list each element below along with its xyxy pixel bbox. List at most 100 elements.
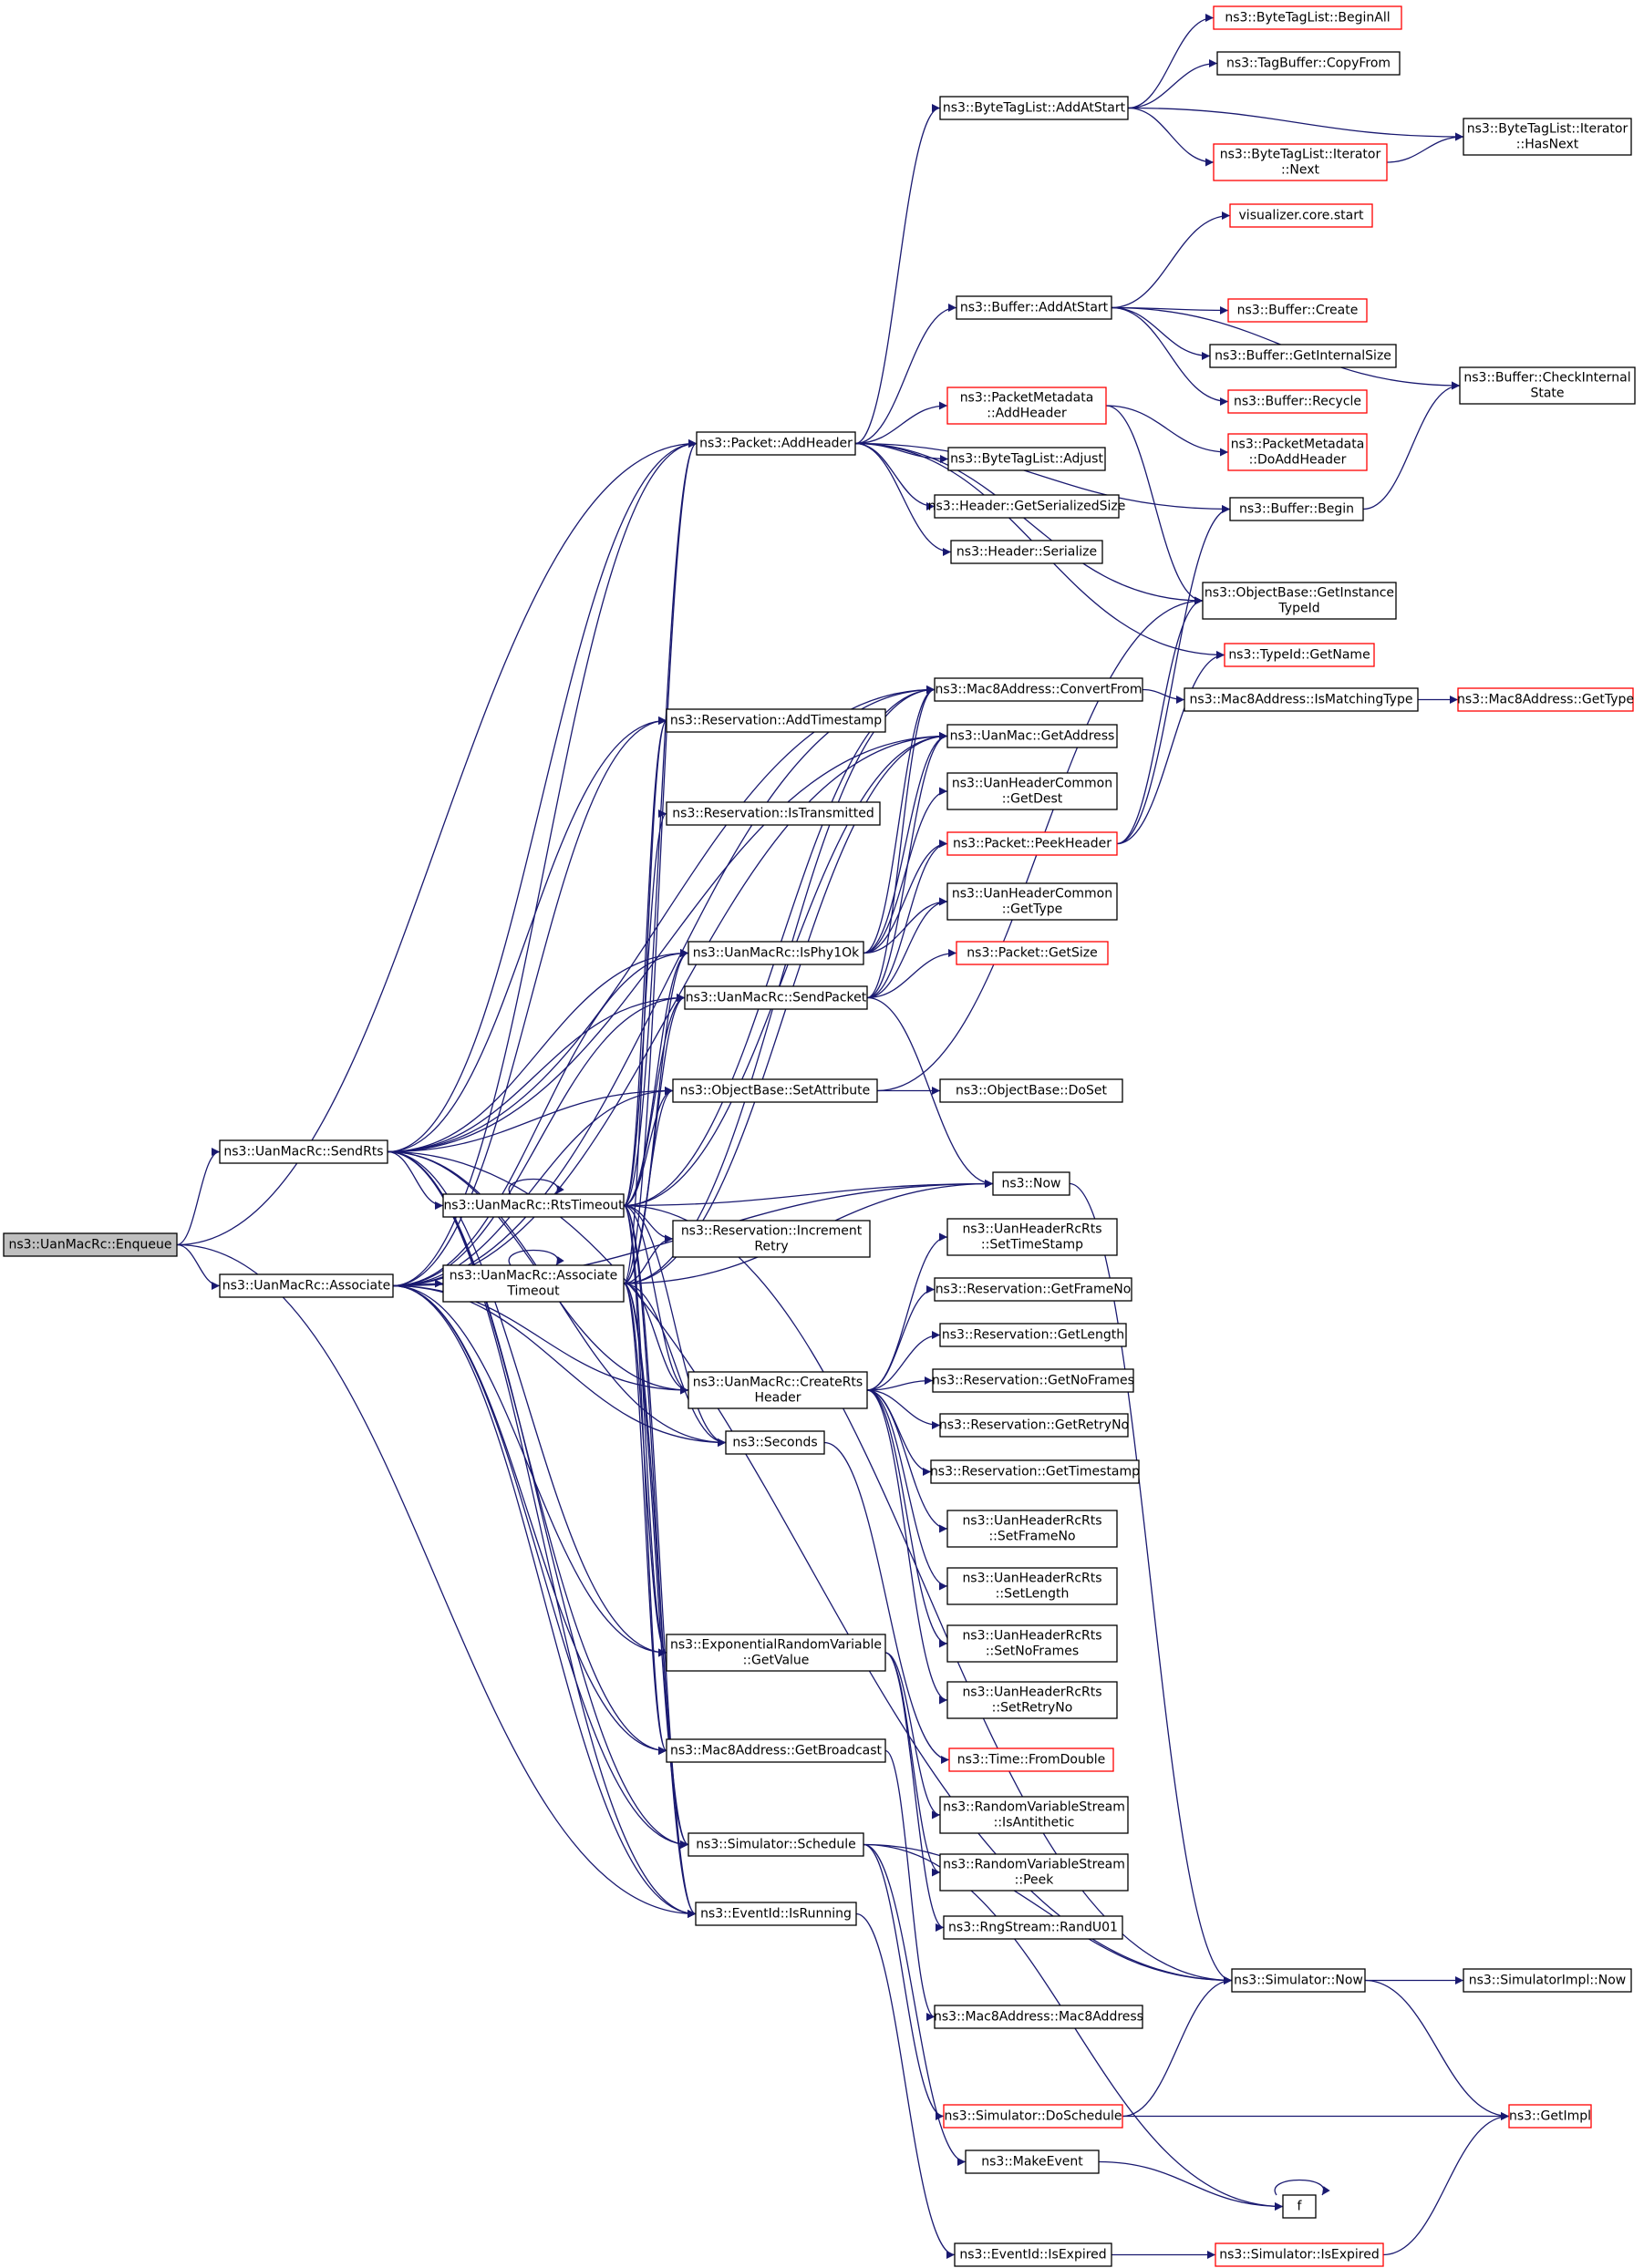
- node-setlength[interactable]: ns3::UanHeaderRcRts::SetLength: [946, 1567, 1118, 1605]
- node-expgetvalue[interactable]: ns3::ExponentialRandomVariable::GetValue: [666, 1634, 886, 1672]
- call-edge-iter_next-to-iter_hasnext: [1386, 132, 1464, 163]
- node-getretryno[interactable]: ns3::Reservation::GetRetryNo: [939, 1413, 1129, 1438]
- node-randu01[interactable]: ns3::RngStream::RandU01: [943, 1915, 1123, 1940]
- node-bytetaglist_addatstart[interactable]: ns3::ByteTagList::AddAtStart: [939, 96, 1129, 120]
- node-header_getsize[interactable]: ns3::Header::GetSerializedSize: [928, 494, 1126, 519]
- node-peekheader[interactable]: ns3::Packet::PeekHeader: [946, 831, 1118, 856]
- node-getimpl[interactable]: ns3::GetImpl: [1508, 2104, 1592, 2129]
- node-schedule[interactable]: ns3::Simulator::Schedule: [688, 1832, 864, 1857]
- node-iter_next[interactable]: ns3::ByteTagList::Iterator::Next: [1213, 143, 1388, 181]
- call-edge-sendrts-to-schedule: [387, 1150, 689, 1849]
- node-getnoframes[interactable]: ns3::Reservation::GetNoFrames: [932, 1368, 1134, 1393]
- node-gettype[interactable]: ns3::UanHeaderCommon::GetType: [946, 882, 1118, 921]
- node-seconds[interactable]: ns3::Seconds: [725, 1430, 825, 1455]
- node-doset[interactable]: ns3::ObjectBase::DoSet: [939, 1078, 1123, 1103]
- node-pm_doaddheader[interactable]: ns3::PacketMetadata::DoAddHeader: [1227, 433, 1368, 471]
- node-gettimestamp[interactable]: ns3::Reservation::GetTimestamp: [930, 1459, 1140, 1484]
- node-label: ::Peek: [1015, 1873, 1055, 1888]
- node-sendpacket[interactable]: ns3::UanMacRc::SendPacket: [684, 985, 868, 1010]
- call-edge-bytetaglist_addatstart-to-iter_next: [1127, 107, 1215, 167]
- call-edge-assoctimeout-to-isrunning: [623, 1283, 697, 1918]
- node-vizstart[interactable]: visualizer.core.start: [1229, 203, 1373, 228]
- node-beginall[interactable]: ns3::ByteTagList::BeginAll: [1213, 5, 1402, 30]
- call-edge-creatertsheader-to-setlength: [866, 1389, 948, 1591]
- node-f[interactable]: f: [1282, 2194, 1317, 2219]
- call-edge-sendpacket-to-getaddress: [866, 732, 948, 999]
- node-makeevent[interactable]: ns3::MakeEvent: [965, 2149, 1100, 2174]
- node-settimestamp[interactable]: ns3::UanHeaderRcRts::SetTimeStamp: [946, 1218, 1118, 1256]
- node-getaddress[interactable]: ns3::UanMac::GetAddress: [946, 724, 1118, 748]
- node-box: [666, 708, 886, 733]
- call-edge-rtstimeout-to-setattribute: [623, 1087, 674, 1207]
- node-sim_now[interactable]: ns3::Simulator::Now: [1231, 1968, 1366, 1993]
- node-setattribute[interactable]: ns3::ObjectBase::SetAttribute: [672, 1078, 878, 1103]
- node-pm_addheader[interactable]: ns3::PacketMetadata::AddHeader: [946, 387, 1107, 425]
- node-isphy1ok[interactable]: ns3::UanMacRc::IsPhy1Ok: [688, 941, 864, 965]
- node-setnoframes[interactable]: ns3::UanHeaderRcRts::SetNoFrames: [946, 1624, 1118, 1663]
- node-addheader[interactable]: ns3::Packet::AddHeader: [696, 431, 856, 456]
- node-istransmitted[interactable]: ns3::Reservation::IsTransmitted: [666, 801, 881, 826]
- node-getdest[interactable]: ns3::UanHeaderCommon::GetDest: [946, 772, 1118, 810]
- node-now[interactable]: ns3::Now: [992, 1171, 1070, 1196]
- node-label: ns3::Buffer::Begin: [1239, 502, 1354, 517]
- call-edge-rtstimeout-to-isrunning: [623, 1204, 697, 1918]
- node-btl_adjust[interactable]: ns3::ByteTagList::Adjust: [947, 447, 1106, 471]
- node-isrunning[interactable]: ns3::EventId::IsRunning: [695, 1902, 857, 1926]
- call-edge-creatertsheader-to-gettimestamp: [866, 1389, 932, 1476]
- node-label: ::SetRetryNo: [992, 1701, 1073, 1716]
- node-box: [1224, 643, 1375, 667]
- node-iter_hasnext[interactable]: ns3::ByteTagList::Iterator::HasNext: [1463, 118, 1632, 156]
- node-label: ::GetValue: [743, 1654, 810, 1668]
- node-mac8ctor[interactable]: ns3::Mac8Address::Mac8Address: [934, 2005, 1143, 2029]
- node-mac8_gettype[interactable]: ns3::Mac8Address::GetType: [1457, 687, 1634, 712]
- node-buffer_begin[interactable]: ns3::Buffer::Begin: [1229, 497, 1364, 521]
- call-edge-peekheader-to-buffer_begin: [1116, 505, 1231, 845]
- node-isexpired[interactable]: ns3::EventId::IsExpired: [954, 2242, 1112, 2267]
- node-typeid_getname[interactable]: ns3::TypeId::GetName: [1224, 643, 1375, 667]
- node-getframeno[interactable]: ns3::Reservation::GetFrameNo: [934, 1277, 1132, 1302]
- node-buffer_create[interactable]: ns3::Buffer::Create: [1227, 298, 1368, 323]
- node-box: [1213, 5, 1402, 30]
- node-box: [930, 1459, 1140, 1484]
- node-peek[interactable]: ns3::RandomVariableStream::Peek: [939, 1853, 1129, 1892]
- node-addtimestamp[interactable]: ns3::Reservation::AddTimestamp: [666, 708, 886, 733]
- node-simimpl_now[interactable]: ns3::SimulatorImpl::Now: [1463, 1968, 1632, 1993]
- node-sendrts[interactable]: ns3::UanMacRc::SendRts: [219, 1139, 388, 1164]
- node-box: [1231, 1968, 1366, 1993]
- node-setframeno[interactable]: ns3::UanHeaderRcRts::SetFrameNo: [946, 1510, 1118, 1548]
- node-getlength[interactable]: ns3::Reservation::GetLength: [939, 1323, 1127, 1347]
- node-label: Header: [755, 1391, 801, 1406]
- node-header_serialize[interactable]: ns3::Header::Serialize: [950, 540, 1103, 564]
- call-edge-makeevent-to-f: [1098, 2160, 1284, 2211]
- node-box: [950, 540, 1103, 564]
- node-buffer_recycle[interactable]: ns3::Buffer::Recycle: [1227, 389, 1368, 414]
- node-rtstimeout[interactable]: ns3::UanMacRc::RtsTimeout: [442, 1193, 625, 1218]
- node-label: ::SetTimeStamp: [981, 1238, 1083, 1253]
- node-setretryno[interactable]: ns3::UanHeaderRcRts::SetRetryNo: [946, 1681, 1118, 1719]
- node-convertfrom[interactable]: ns3::Mac8Address::ConvertFrom: [934, 677, 1143, 702]
- node-label: ns3::Reservation::GetLength: [942, 1328, 1124, 1343]
- node-label: ns3::Seconds: [732, 1436, 817, 1450]
- call-edge-isphy1ok-to-peekheader: [863, 840, 948, 954]
- node-box: [943, 2104, 1123, 2129]
- node-fromdouble[interactable]: ns3::Time::FromDouble: [948, 1747, 1114, 1772]
- node-label: ns3::Simulator::Now: [1234, 1974, 1363, 1988]
- node-box: [934, 1277, 1132, 1302]
- node-packet_getsize[interactable]: ns3::Packet::GetSize: [956, 941, 1109, 965]
- node-sim_isexpired[interactable]: ns3::Simulator::IsExpired: [1215, 2242, 1384, 2267]
- node-copyfrom[interactable]: ns3::TagBuffer::CopyFrom: [1216, 51, 1401, 76]
- node-getbroadcast[interactable]: ns3::Mac8Address::GetBroadcast: [666, 1738, 886, 1763]
- node-buffer_getinternalsize[interactable]: ns3::Buffer::GetInternalSize: [1209, 344, 1397, 368]
- node-ismatchingtype[interactable]: ns3::Mac8Address::IsMatchingType: [1184, 687, 1419, 712]
- call-edge-assoctimeout-to-seconds: [623, 1283, 727, 1447]
- node-enqueue[interactable]: ns3::UanMacRc::Enqueue: [3, 1232, 178, 1257]
- node-doschedule[interactable]: ns3::Simulator::DoSchedule: [943, 2104, 1123, 2129]
- node-buffer_addatstart[interactable]: ns3::Buffer::AddAtStart: [956, 295, 1112, 320]
- node-associate[interactable]: ns3::UanMacRc::Associate: [219, 1273, 394, 1298]
- node-isantithetic[interactable]: ns3::RandomVariableStream::IsAntithetic: [939, 1796, 1129, 1834]
